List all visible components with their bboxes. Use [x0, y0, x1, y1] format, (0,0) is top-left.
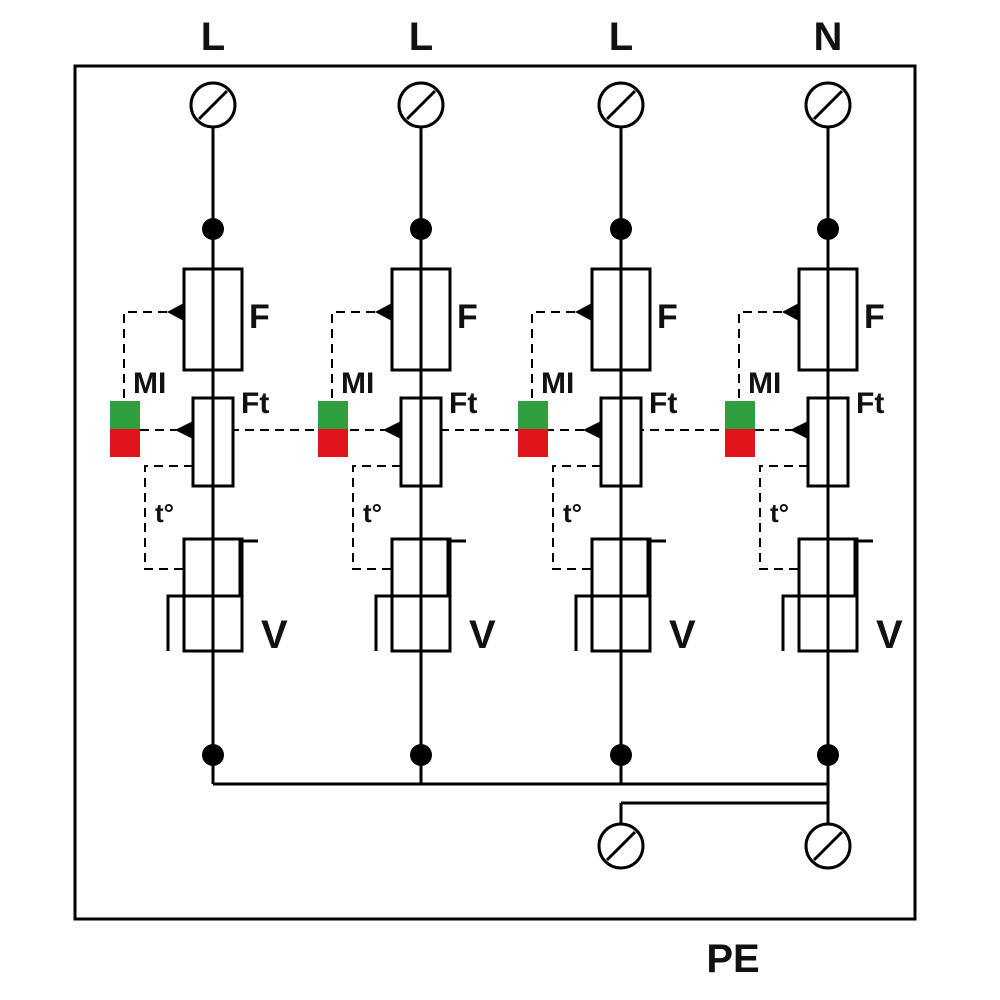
junction-dot — [610, 744, 632, 766]
terminal-icon — [397, 81, 445, 129]
thermal-link — [352, 465, 401, 570]
indicator-fault-top — [110, 429, 140, 457]
fuse-label: F — [457, 298, 478, 336]
enclosure-frame — [73, 64, 917, 921]
junction-dot — [202, 744, 224, 766]
pe-terminal-1-icon — [597, 822, 645, 870]
pe-label: PE — [706, 937, 759, 981]
fuse-label: F — [249, 298, 270, 336]
junction-dot — [610, 218, 632, 240]
indicator-ok-top — [725, 401, 755, 429]
terminal-icon — [804, 81, 852, 129]
thermal-fuse-label: Ft — [649, 387, 677, 420]
varistor-label: V — [469, 613, 496, 657]
fuse-label: F — [657, 298, 678, 336]
thermal-fuse-label: Ft — [856, 387, 884, 420]
varistor-label: V — [669, 613, 696, 657]
temp-label: t° — [363, 498, 382, 528]
junction-dot — [202, 218, 224, 240]
thermal-link — [552, 465, 601, 570]
indicator-fault-top — [518, 429, 548, 457]
thermal-fuse-arrow — [175, 421, 193, 439]
temp-label: t° — [770, 498, 789, 528]
indicator-ok-top — [518, 401, 548, 429]
thermal-fuse-arrow — [790, 421, 808, 439]
fuse-trigger-arrow — [575, 303, 592, 321]
indicator-fault-top — [725, 429, 755, 457]
phase-label-2: L — [409, 15, 433, 59]
terminal-icon — [597, 81, 645, 129]
varistor-label: V — [261, 613, 288, 657]
fuse-label: F — [864, 298, 885, 336]
fuse-trigger-arrow — [375, 303, 392, 321]
fuse-trigger-arrow — [167, 303, 184, 321]
ground-bus — [213, 754, 852, 870]
junction-dot — [410, 218, 432, 240]
pe-terminal-2-icon — [804, 822, 852, 870]
indicator-label: MI — [748, 367, 781, 400]
indicator-ok-top — [318, 401, 348, 429]
temp-label: t° — [155, 498, 174, 528]
neutral-label: N — [814, 15, 843, 59]
fuse-trigger-arrow — [782, 303, 799, 321]
indicator-fault-top — [318, 429, 348, 457]
phase-label-1: L — [201, 15, 225, 59]
varistor-label: V — [876, 613, 903, 657]
thermal-fuse-arrow — [383, 421, 401, 439]
thermal-link — [144, 465, 193, 570]
indicator-label: MI — [541, 367, 574, 400]
thermal-fuse-label: Ft — [241, 387, 269, 420]
phase-label-3: L — [609, 15, 633, 59]
indicator-ok-top — [110, 401, 140, 429]
indicator-label: MI — [341, 367, 374, 400]
temp-label: t° — [563, 498, 582, 528]
thermal-fuse-label: Ft — [449, 387, 477, 420]
junction-dot — [410, 744, 432, 766]
junction-dot — [817, 218, 839, 240]
terminal-icon — [189, 81, 237, 129]
indicator-label: MI — [133, 367, 166, 400]
protection-modules: F FtV MI t° F FtV MI t° F FtV MI t° F FtV MI t° — [110, 81, 903, 784]
thermal-link — [759, 465, 808, 570]
